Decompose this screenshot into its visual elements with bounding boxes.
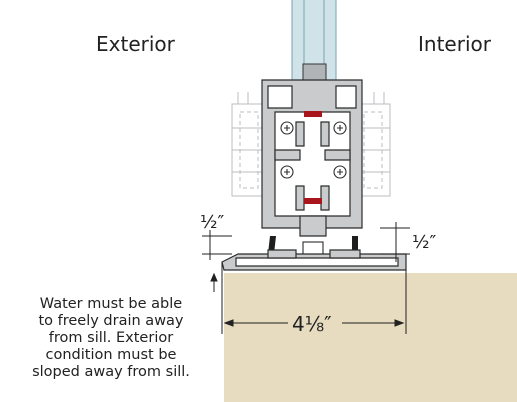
gasket-mid (304, 198, 322, 204)
sash-frame-profile (261, 79, 363, 237)
interior-label: Interior (418, 32, 491, 56)
exterior-label: Exterior (96, 32, 175, 56)
glass-unit (291, 0, 337, 82)
note-line: Water must be able (39, 296, 183, 312)
dim-left-half: ½″ (200, 212, 224, 233)
gasket-top (304, 111, 322, 117)
drainage-note: Water must be able to freely drain away … (0, 296, 222, 381)
sill-track (221, 249, 407, 271)
dim-sill-width: 4⅛″ (292, 312, 332, 336)
note-line: from sill. Exterior (48, 330, 174, 346)
sill-block (224, 273, 517, 402)
note-line: condition must be (45, 347, 177, 363)
note-line: sloped away from sill. (32, 364, 190, 380)
hidden-profiles (231, 92, 391, 197)
screw-icons (280, 121, 347, 179)
note-line: to freely drain away (38, 313, 184, 329)
dim-right-half: ½″ (412, 232, 436, 253)
